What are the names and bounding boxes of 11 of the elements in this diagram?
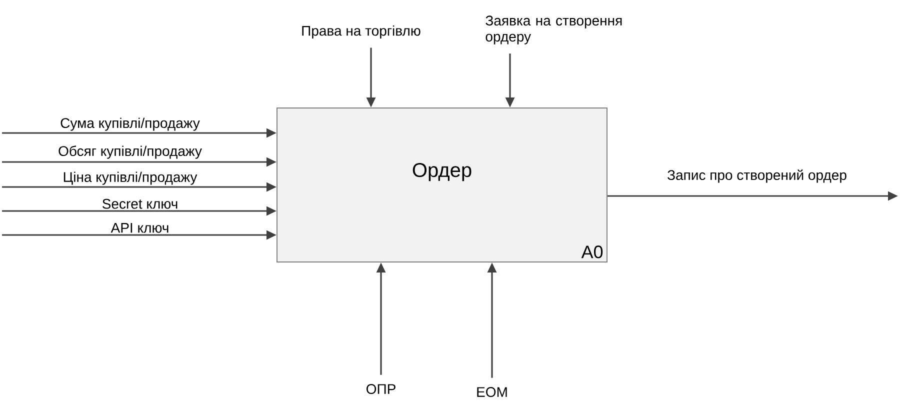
edge-label: Сума купівлі/продажу (59, 116, 201, 132)
edge-label: API ключ (110, 222, 170, 234)
arrow-label: Права на торгівлю (302, 25, 420, 39)
arrow-label: ОПР (366, 384, 396, 394)
edge-label: Ціна купівлі/продажу (62, 170, 198, 186)
edge-label: Secret ключ (100, 198, 180, 210)
arrow-label: Заявка на створення ордеру (486, 16, 622, 44)
arrow-label: ЕОМ (477, 387, 507, 397)
edge-label: Запис про створений ордер (666, 168, 848, 184)
activity-box: Ордер A0 (276, 108, 608, 262)
edge-label: Обсяг купівлі/продажу (57, 144, 203, 160)
